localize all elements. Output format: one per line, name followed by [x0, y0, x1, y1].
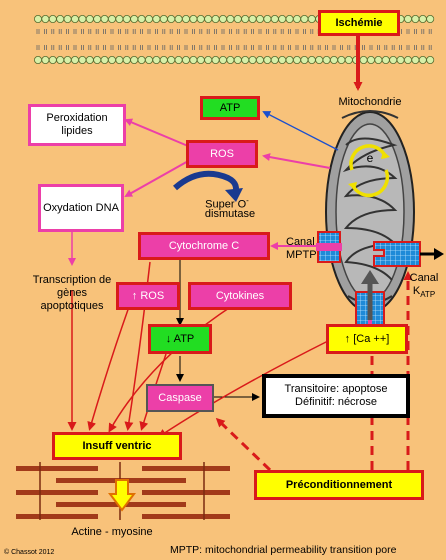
canal-mptp-label: Canal MPTP — [286, 236, 317, 261]
mptp-channel — [316, 231, 342, 263]
arrows — [67, 36, 413, 512]
preconditionnement-box: Préconditionnement — [254, 470, 424, 500]
oxydation-box: Oxydation DNA — [38, 184, 124, 232]
atp-down-box: ↓ ATP — [148, 324, 212, 354]
actine-myosine-label: Actine - myosine — [71, 526, 153, 538]
katp-subscript: ATP — [420, 290, 436, 300]
outcome-box: Transitoire: apoptose Définitif: nécrose — [262, 374, 410, 418]
definitif-text: Définitif: nécrose — [295, 396, 377, 408]
cytochrome-c-box: Cytochrome C — [138, 232, 270, 260]
electron-cycle — [348, 144, 390, 198]
caspase-box: Caspase — [146, 384, 214, 412]
superscript-minus: - — [246, 196, 249, 205]
mptp-footnote: MPTP: mitochondrial permeability transit… — [170, 544, 397, 556]
insuff-ventric-box: Insuff ventric — [52, 432, 182, 460]
calcium-box: ↑ [Ca ++] — [326, 324, 408, 354]
electron-label: e — [366, 151, 374, 165]
transcription-label: Transcription de gènes apoptotiques — [32, 274, 112, 312]
dismutase-arrow — [173, 170, 243, 202]
katp-channel — [373, 241, 444, 267]
cytokines-box: Cytokines — [188, 282, 292, 310]
transitoire-text: Transitoire: apoptose — [284, 383, 388, 395]
canal-katp-label: Canal KATP — [409, 272, 439, 300]
ischemie-box: Ischémie — [318, 10, 400, 36]
mitochondrie-label: Mitochondrie — [338, 96, 402, 108]
ros-box: ROS — [186, 140, 258, 168]
atp-box: ATP — [200, 96, 260, 120]
dismutase-label: dismutase — [204, 208, 256, 220]
peroxidation-box: Peroxidation lipides — [28, 104, 126, 146]
copyright-label: © Chassot 2012 — [4, 549, 55, 556]
ros-up-box: ↑ ROS — [116, 282, 180, 310]
super-o-label: Super O- — [205, 196, 249, 211]
